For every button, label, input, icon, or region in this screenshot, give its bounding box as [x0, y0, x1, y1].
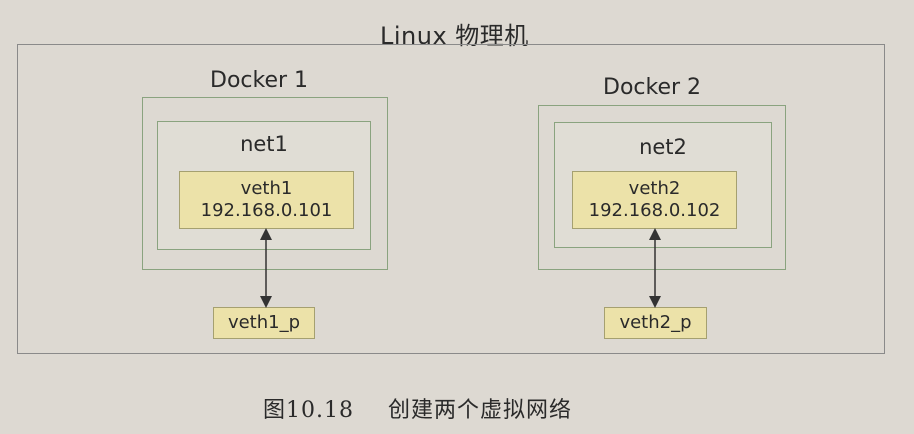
host-title: Linux 物理机 [380, 22, 529, 50]
veth1-peer-label: veth1_p [227, 312, 301, 333]
veth2-peer-label: veth2_p [619, 312, 692, 333]
veth2-box: veth2 192.168.0.102 [572, 171, 737, 229]
veth2-name: veth2 [628, 178, 681, 199]
docker1-label: Docker 1 [210, 68, 309, 93]
docker2-label: Docker 2 [603, 75, 702, 100]
veth1-name: veth1 [240, 178, 293, 199]
veth1-box: veth1 192.168.0.101 [179, 171, 354, 229]
docker2-box [538, 105, 786, 270]
veth1-ip: 192.168.0.101 [200, 200, 333, 221]
net1-label: net1 [240, 132, 288, 156]
figure-caption: 图10.18 创建两个虚拟网络 [263, 392, 572, 424]
net2-label: net2 [639, 135, 687, 159]
figure-number: 图10.18 [263, 398, 354, 423]
host-machine-box [17, 44, 885, 354]
veth1-peer-box: veth1_p [213, 307, 315, 339]
veth2-ip: 192.168.0.102 [588, 200, 721, 221]
figure-caption-text: 创建两个虚拟网络 [387, 398, 572, 423]
